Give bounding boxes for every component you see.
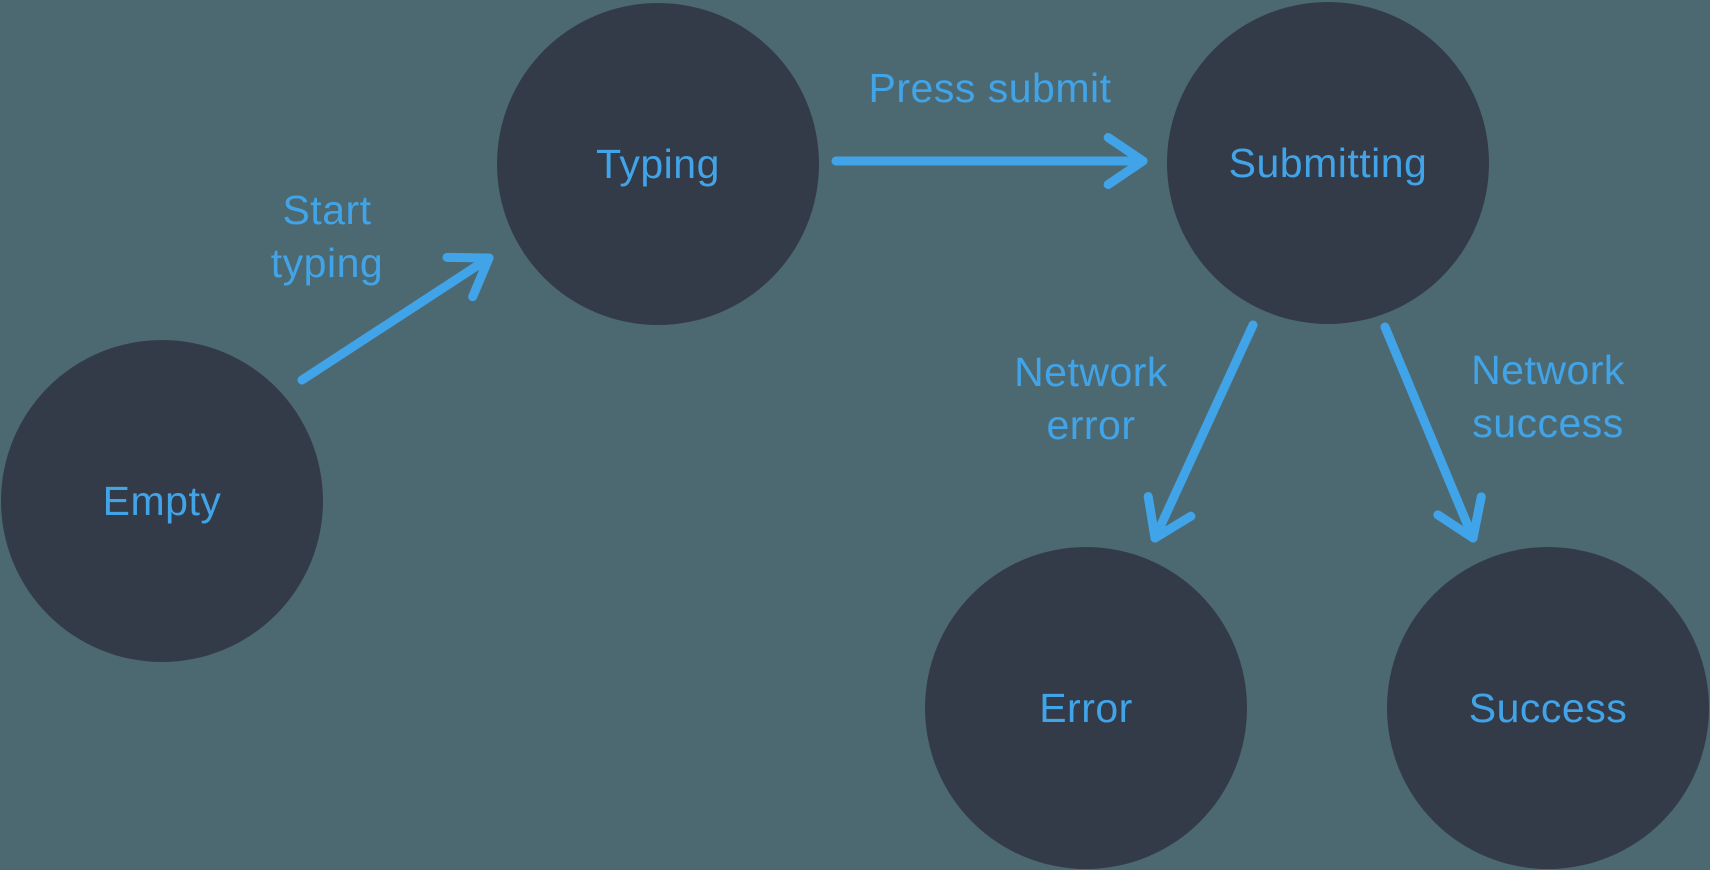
state-label-error: Error [1039, 684, 1133, 731]
edge-label-network-success: Network success [1471, 347, 1625, 446]
edge-arrow-start-typing [297, 252, 494, 385]
edge-label-press-submit: Press submit [868, 65, 1112, 111]
edge-label-network-error: Network error [1014, 349, 1168, 448]
state-label-typing: Typing [596, 140, 720, 187]
state-node-submitting: Submitting [1167, 2, 1489, 324]
edge-arrow-network-success [1380, 322, 1486, 543]
edge-label-start-typing: Start typing [270, 187, 384, 286]
edge-arrow-network-error [1143, 320, 1258, 543]
state-node-success: Success [1387, 547, 1709, 869]
state-node-empty: Empty [1, 340, 323, 662]
state-label-empty: Empty [102, 477, 222, 524]
state-label-success: Success [1468, 684, 1628, 731]
edge-arrow-press-submit [831, 133, 1148, 189]
state-node-typing: Typing [497, 3, 819, 325]
state-label-submitting: Submitting [1228, 139, 1428, 186]
state-node-error: Error [925, 547, 1247, 869]
